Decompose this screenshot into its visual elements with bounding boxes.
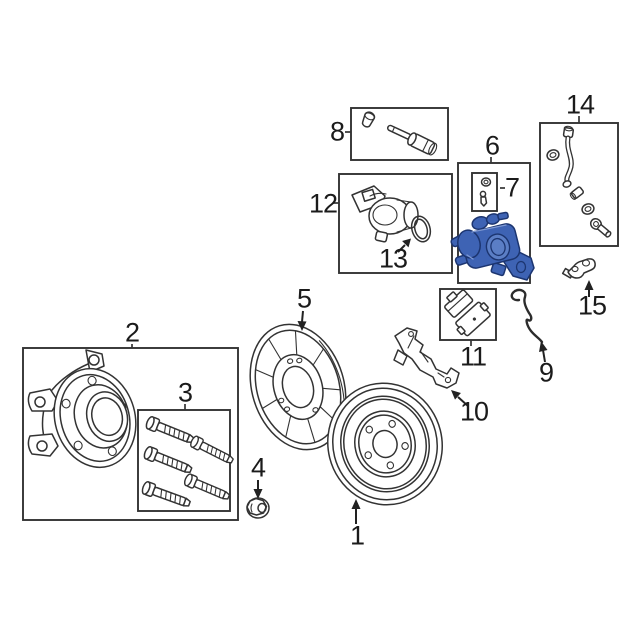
callout-10: 10 [459, 396, 489, 427]
arrow-to-bracket [451, 390, 469, 407]
brake-pads-drawing [444, 289, 491, 337]
callout-4: 4 [250, 452, 266, 483]
caliper-bracket-drawing [393, 327, 460, 389]
callout-7: 7 [504, 172, 520, 203]
abs-sensor-drawing [561, 258, 596, 279]
arrow-to-o-ring [397, 238, 411, 253]
arrow-to-nut [253, 480, 263, 499]
guide-pin-kit-drawing [361, 111, 438, 156]
leader-lines [131, 116, 580, 410]
splash-shield-drawing [249, 323, 347, 451]
brake-caliper-drawing [450, 211, 535, 281]
hub-bearing-drawing [27, 349, 137, 469]
arrow-to-rotor [351, 499, 361, 524]
callout-15: 15 [577, 290, 607, 321]
callout-14: 14 [565, 89, 595, 120]
callout-13: 13 [378, 243, 408, 274]
brake-rotor-drawing [327, 382, 443, 506]
bleeder-screw-drawing [479, 177, 492, 207]
callout-8: 8 [329, 116, 345, 147]
callout-3: 3 [177, 377, 193, 408]
o-ring-seal-drawing [410, 215, 432, 243]
callout-5: 5 [296, 283, 312, 314]
arrow-to-sensor [584, 280, 594, 297]
arrow-to-shield [297, 310, 307, 331]
callout-9: 9 [538, 357, 554, 388]
callout-11: 11 [459, 341, 487, 372]
callout-1: 1 [349, 520, 365, 551]
callout-6: 6 [484, 130, 500, 161]
axle-nut-drawing [246, 497, 270, 519]
brake-hose-kit-drawing [546, 125, 612, 238]
box-part-14 [539, 122, 619, 247]
parking-brake-actuator-drawing [351, 185, 419, 243]
callout-2: 2 [124, 317, 140, 348]
hose-routing-clip-drawing [510, 288, 544, 344]
arrow-to-wire [539, 341, 548, 363]
callout-12: 12 [308, 188, 338, 219]
